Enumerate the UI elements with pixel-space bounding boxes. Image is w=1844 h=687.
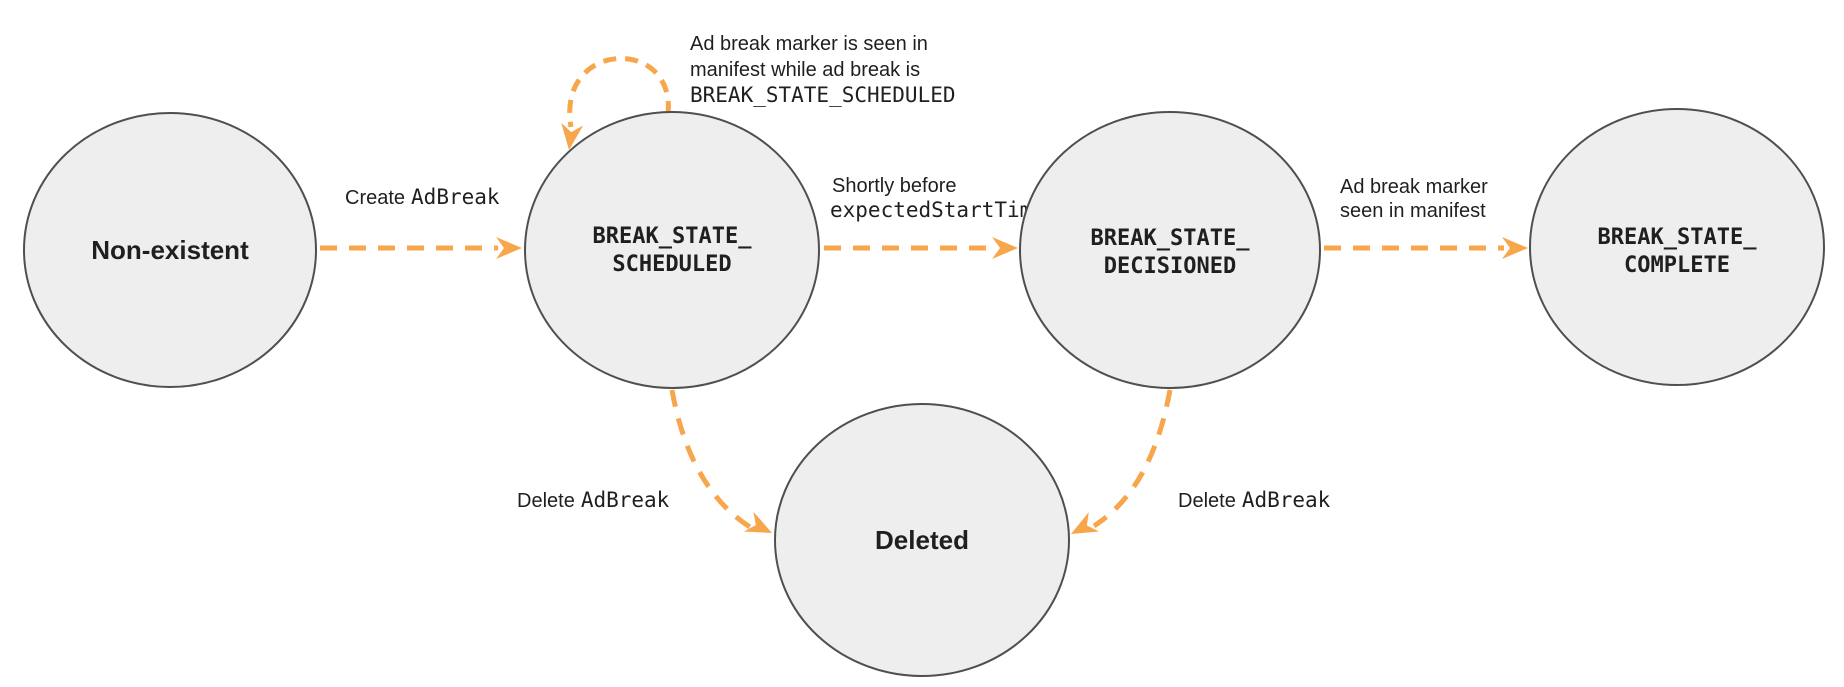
edge-delete-from-scheduled-label: Delete AdBreak xyxy=(517,488,670,512)
node-break-state-decisioned-label-line2: DECISIONED xyxy=(1104,254,1236,279)
arrow-right-icon xyxy=(496,237,522,259)
edge-self-loop-label-line2: manifest while ad break is xyxy=(690,59,920,81)
node-break-state-complete-circle xyxy=(1529,108,1825,386)
edge-marker-seen: Ad break marker seen in manifest xyxy=(1324,176,1528,259)
node-break-state-complete-label-line2: COMPLETE xyxy=(1624,253,1730,278)
edge-self-loop-line xyxy=(567,55,671,128)
edge-shortly-before-label-line2: expectedStartTime xyxy=(830,198,1045,222)
node-break-state-decisioned-circle xyxy=(1019,111,1321,389)
edge-delete-right-plain-text: Delete xyxy=(1178,490,1236,512)
edge-create-adbreak-label: Create AdBreak xyxy=(345,185,500,209)
node-break-state-scheduled-label-line2: SCHEDULED xyxy=(612,252,731,277)
edge-create-adbreak: Create AdBreak xyxy=(320,185,522,259)
node-break-state-complete: BREAK_STATE_ COMPLETE xyxy=(1529,108,1825,386)
edge-delete-left-code-text: AdBreak xyxy=(581,488,670,512)
node-non-existent-label: Non-existent xyxy=(91,235,249,265)
edge-self-loop-label-line3: BREAK_STATE_SCHEDULED xyxy=(690,83,956,107)
edge-delete-from-decisioned: Delete AdBreak xyxy=(1071,389,1331,534)
edge-create-code-text: AdBreak xyxy=(411,185,500,209)
node-deleted-circle xyxy=(774,403,1070,677)
edge-delete-from-decisioned-line xyxy=(1092,389,1173,529)
node-break-state-scheduled-circle xyxy=(524,111,820,389)
edge-delete-right-code-text: AdBreak xyxy=(1242,488,1331,512)
edge-create-plain-text: Create xyxy=(345,187,405,209)
edge-delete-from-scheduled-line xyxy=(669,389,752,530)
arrow-down-icon xyxy=(561,122,584,150)
arrow-right-icon xyxy=(992,237,1018,259)
node-non-existent-circle xyxy=(23,112,317,388)
edge-delete-from-decisioned-label: Delete AdBreak xyxy=(1178,488,1331,512)
edge-marker-seen-label-line2: seen in manifest xyxy=(1340,200,1486,222)
node-deleted: Deleted xyxy=(774,403,1070,677)
edge-shortly-before-label-line1: Shortly before xyxy=(832,175,957,197)
node-break-state-decisioned-label-line1: BREAK_STATE_ xyxy=(1091,226,1251,251)
edge-self-loop-label-line1: Ad break marker is seen in xyxy=(690,33,928,55)
node-break-state-scheduled-label-line1: BREAK_STATE_ xyxy=(593,224,753,249)
node-break-state-decisioned: BREAK_STATE_ DECISIONED xyxy=(1019,111,1321,389)
node-non-existent: Non-existent xyxy=(23,112,317,388)
arrow-right-icon xyxy=(1502,237,1528,259)
arrow-right-down-icon xyxy=(743,511,772,533)
node-deleted-label: Deleted xyxy=(875,525,969,555)
arrow-left-down-icon xyxy=(1071,512,1100,534)
edge-shortly-before: Shortly before expectedStartTime xyxy=(824,175,1045,259)
edge-delete-from-scheduled: Delete AdBreak xyxy=(517,389,772,533)
edge-marker-seen-label-line1: Ad break marker xyxy=(1340,176,1488,198)
node-break-state-scheduled: BREAK_STATE_ SCHEDULED xyxy=(524,111,820,389)
edge-delete-left-plain-text: Delete xyxy=(517,490,575,512)
node-break-state-complete-label-line1: BREAK_STATE_ xyxy=(1598,225,1758,250)
edge-self-loop-scheduled: Ad break marker is seen in manifest whil… xyxy=(561,33,956,150)
